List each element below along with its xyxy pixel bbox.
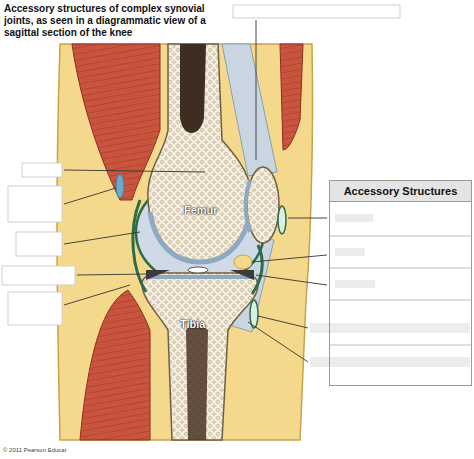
bone-label: Tibia	[180, 318, 205, 330]
copyright-note: © 2011 Pearson Educat	[3, 447, 66, 453]
table-box: Accessory Structures	[329, 180, 472, 386]
figure-title: Accessory structures of complex synovial…	[4, 3, 234, 39]
table-heading: Accessory Structures	[330, 181, 471, 202]
bone-label: Femur	[184, 204, 218, 216]
